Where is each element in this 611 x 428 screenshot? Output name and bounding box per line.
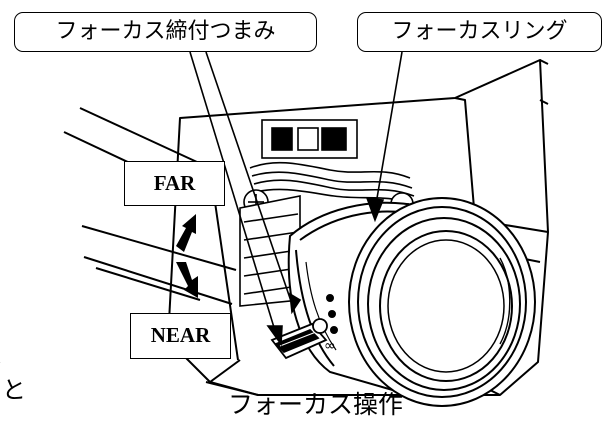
svg-text:∞: ∞ [324,338,336,354]
partial-text-line-1: で [0,352,2,379]
lens-front [348,197,536,407]
arrow-up-right-icon [176,214,196,252]
focus-lock-knob[interactable] [270,318,328,360]
near-label: NEAR [130,313,231,359]
partial-text-line-2: ると [0,376,26,404]
figure-caption: フォーカス操作 [228,390,404,419]
far-label: FAR [124,161,225,206]
arrow-down-right-icon [176,262,198,298]
focus-ring-callout: フォーカスリング [357,12,602,52]
leader-lines [189,51,403,347]
internal-mechanism [239,119,417,307]
focus-knob-callout: フォーカス締付つまみ [14,12,317,52]
